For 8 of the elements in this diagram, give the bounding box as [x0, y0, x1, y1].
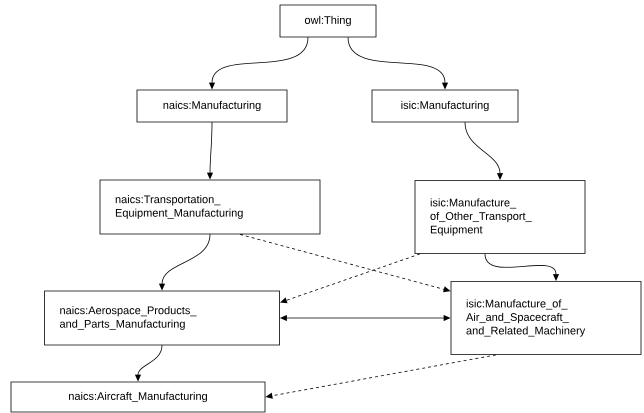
- class-box: naics:Transportation_ Equipment_Manufacturing: [100, 180, 320, 234]
- class-box: isic:Manufacture_ of_Other_Transport_ Equipment: [414, 180, 586, 254]
- class-box: naics:Aerospace_Products_ and_Parts_Manufacturing: [44, 290, 280, 346]
- class-box: owl:Thing: [280, 4, 376, 38]
- class-box: isic:Manufacturing: [372, 90, 518, 122]
- class-box: naics:Aircraft_Manufacturing: [10, 382, 266, 412]
- class-box: naics:Manufacturing: [136, 90, 288, 122]
- class-box: isic:Manufacture_of_ Air_and_Spacecraft_ and_Related_Machinery: [450, 281, 642, 355]
